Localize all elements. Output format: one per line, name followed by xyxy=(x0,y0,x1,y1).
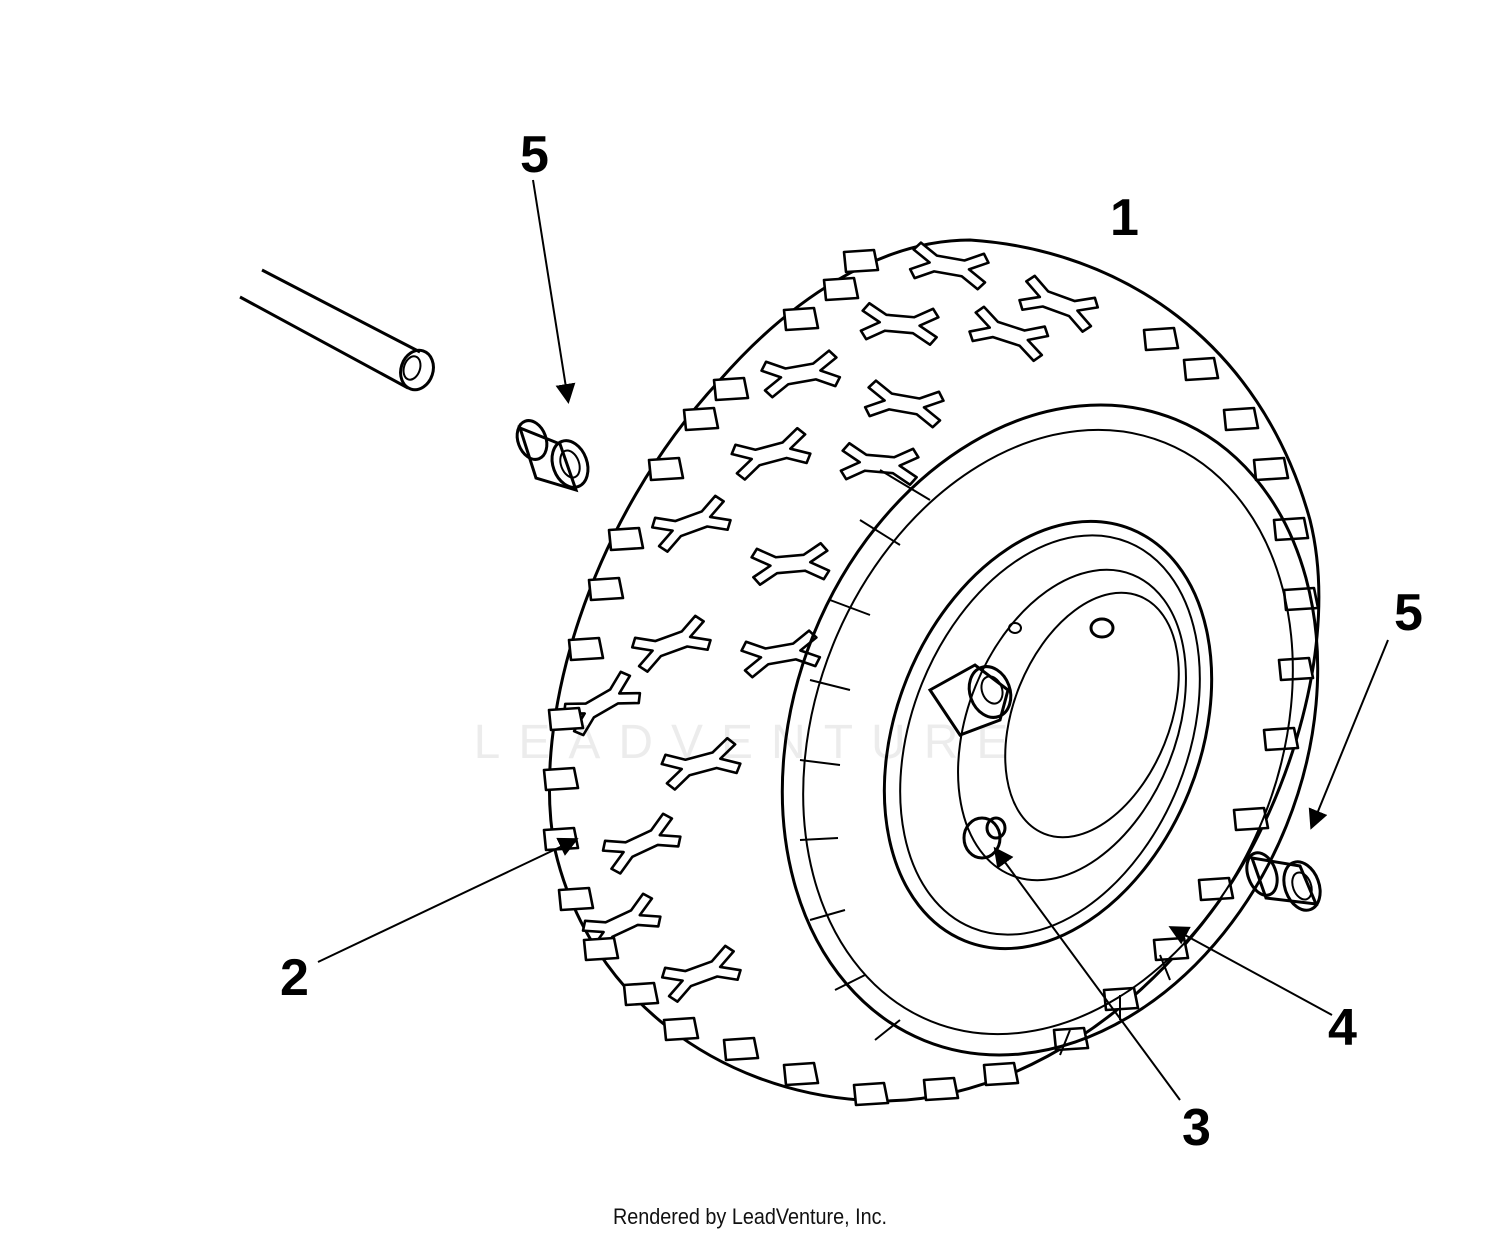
render-credit-footer: Rendered by LeadVenture, Inc. xyxy=(612,1204,888,1229)
callout-5-left: 5 xyxy=(520,126,549,184)
callout-4: 4 xyxy=(1328,999,1357,1057)
sidewall-ribs xyxy=(799,469,1171,1056)
callout-5-right: 5 xyxy=(1394,584,1423,642)
watermark: LEADVENTURE xyxy=(474,716,1027,769)
callout-1: 1 xyxy=(1110,189,1139,247)
callout-2: 2 xyxy=(280,949,309,1007)
axle-shaft xyxy=(239,268,435,392)
wheel-rim xyxy=(882,519,1214,951)
valve-stem xyxy=(962,816,1007,860)
tread-pattern xyxy=(542,240,1320,1107)
spacer-left xyxy=(515,419,590,493)
callout-3: 3 xyxy=(1182,1099,1211,1157)
spacer-right xyxy=(1245,851,1322,912)
leader-lines xyxy=(317,179,1389,1101)
hub-bushing xyxy=(927,663,1013,737)
tire xyxy=(542,238,1321,1107)
